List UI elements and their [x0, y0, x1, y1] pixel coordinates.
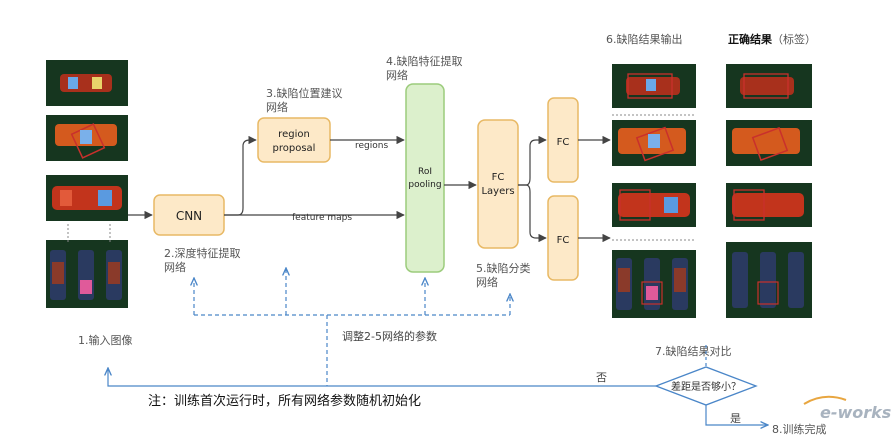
step-5-label-line2: 网络: [476, 275, 498, 289]
step-2-label-line2: 网络: [164, 260, 186, 274]
decision-no-label: 否: [596, 371, 607, 384]
ground-truth-bold: 正确结果: [728, 32, 772, 46]
decision-arrows: [108, 345, 768, 425]
label-image-1: [726, 64, 812, 108]
fc-layers-label-2: Layers: [481, 186, 514, 197]
input-images: [46, 60, 128, 308]
roi-pooling-label-2: pooling: [408, 180, 441, 190]
label-image-2: [726, 120, 812, 166]
step-4-label-line2: 网络: [386, 68, 408, 82]
label-images: [726, 64, 812, 318]
step-5-label-line1: 5.缺陷分类: [476, 261, 531, 275]
note-text: 注：训练首次运行时，所有网络参数随机初始化: [148, 393, 421, 409]
feedback-label: 调整2-5网络的参数: [342, 329, 437, 343]
label-image-3: [726, 183, 812, 227]
decision-yes-label: 是: [730, 412, 741, 425]
fc-bottom-box: FC: [547, 195, 579, 281]
arrow-no-back-to-input: [108, 368, 656, 387]
region-proposal-label-1: region: [278, 129, 310, 140]
edge-label-regions: regions: [355, 141, 388, 151]
input-image-4: [46, 224, 128, 308]
decision-question: 差距是否够小？: [671, 380, 741, 393]
cnn-box: CNN: [153, 194, 225, 236]
step-1-label: 1.输入图像: [78, 333, 133, 347]
ground-truth-paren: （标签）: [772, 32, 816, 46]
roi-pooling-box: RoI pooling: [405, 83, 445, 273]
input-image-1: [46, 60, 128, 106]
fc-layers-label-1: FC: [492, 172, 505, 183]
arrow-yes-to-finish: [705, 402, 768, 425]
edge-label-boundary-box: boundary box: [617, 229, 680, 239]
fc-top-box: FC: [547, 97, 579, 183]
step-7-label: 7.缺陷结果对比: [655, 344, 732, 358]
output-images: [612, 64, 696, 318]
decision-diamond: 差距是否够小？: [654, 366, 758, 406]
ground-truth-title: 正确结果（标签）: [728, 32, 816, 46]
forward-arrows: [128, 135, 611, 243]
e-works-watermark: e-works: [803, 395, 891, 422]
output-image-2: [612, 120, 696, 166]
roi-pooling-label-1: RoI: [418, 167, 432, 177]
arrow-fclayers-to-fcbottom: [518, 184, 547, 243]
region-proposal-box: region proposal: [257, 117, 331, 163]
output-image-1: [612, 64, 696, 108]
input-image-3: [46, 175, 128, 221]
edge-label-feature-maps: feature maps: [292, 213, 352, 223]
output-image-4: [612, 250, 696, 318]
region-proposal-label-2: proposal: [273, 143, 316, 154]
step-8-label: 8.训练完成: [772, 422, 827, 436]
step-3-label-line1: 3.缺陷位置建议: [266, 86, 343, 100]
arrow-cnn-to-region: [224, 135, 257, 216]
step-3-label-line2: 网络: [266, 100, 288, 114]
step-2-label-line1: 2.深度特征提取: [164, 246, 241, 260]
output-image-3: [612, 183, 696, 227]
step-6-label: 6.缺陷结果输出: [606, 32, 683, 46]
feedback-loop: [194, 268, 510, 386]
step-4-label-line1: 4.缺陷特征提取: [386, 54, 463, 68]
fc-bottom-label: FC: [557, 235, 570, 246]
watermark-text: e-works: [820, 403, 891, 422]
input-image-2: [46, 115, 128, 161]
fc-top-label: FC: [557, 137, 570, 148]
fc-layers-box: FC Layers: [477, 119, 519, 249]
arrow-fclayers-to-fctop: [518, 135, 547, 186]
cnn-label: CNN: [176, 209, 202, 223]
label-image-4: [726, 242, 812, 318]
